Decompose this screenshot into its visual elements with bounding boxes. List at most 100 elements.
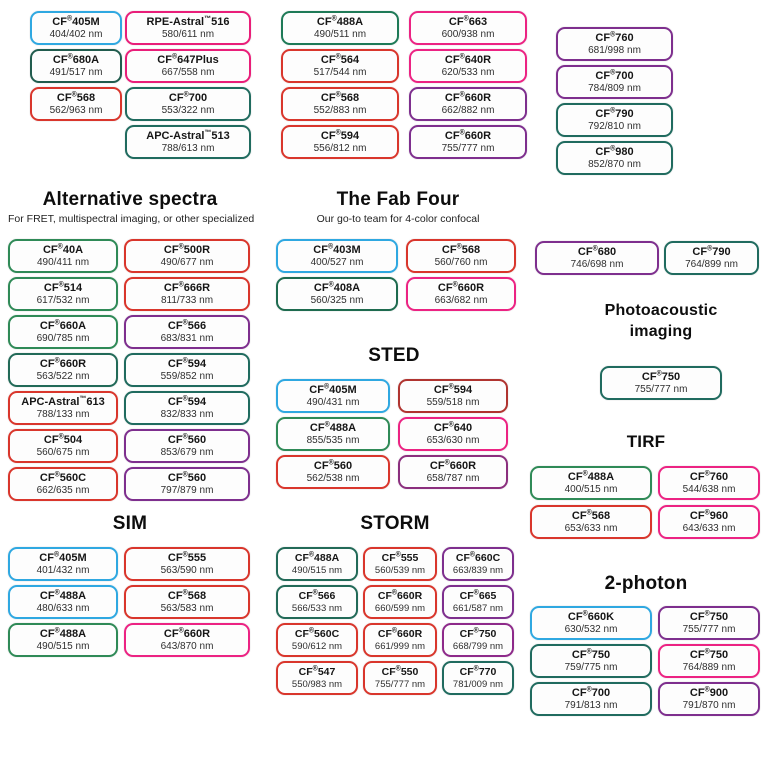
dye-ex-em-wavelengths: 553/322 nm: [161, 105, 215, 116]
dye-name: CF®405M: [52, 15, 100, 28]
dye-ex-em-wavelengths: 490/515 nm: [36, 641, 90, 652]
dye-name: CF®488A: [316, 15, 364, 28]
dye-ex-em-wavelengths: 781/009 nm: [452, 679, 504, 690]
dye-ex-em-wavelengths: 662/635 nm: [36, 485, 90, 496]
dye-ex-em-wavelengths: 681/998 nm: [588, 45, 641, 56]
dye-ex-em-wavelengths: 764/899 nm: [685, 259, 738, 270]
dye-name: CF®500R: [163, 243, 211, 256]
dye-ex-em-wavelengths: 661/587 nm: [452, 603, 504, 614]
dye-ex-em-wavelengths: 811/733 nm: [160, 295, 214, 306]
dye-ex-em-wavelengths: 663/682 nm: [434, 295, 488, 306]
dye-ex-em-wavelengths: 791/813 nm: [564, 700, 618, 711]
dye-name: APC-Astral™613: [21, 395, 105, 408]
dye-ex-em-wavelengths: 662/882 nm: [441, 105, 495, 116]
dye-name: CF®660R: [429, 459, 477, 472]
dye-ex-em-wavelengths: 661/999 nm: [374, 641, 426, 652]
dye-name: CF®555: [167, 551, 207, 564]
dye-name: CF®405M: [39, 551, 87, 564]
dye-name: CF®408A: [313, 281, 361, 294]
dye-ex-em-wavelengths: 560/675 nm: [36, 447, 90, 458]
dye-name: CF®560: [167, 433, 207, 446]
dye-name: CF®660R: [437, 281, 485, 294]
dye-ex-em-wavelengths: 560/539 nm: [374, 565, 426, 576]
dye-ex-em-wavelengths: 480/633 nm: [36, 603, 90, 614]
dye-name: CF®770: [459, 665, 497, 679]
dye-ex-em-wavelengths: 404/402 nm: [49, 29, 103, 40]
section-title: STORM: [360, 513, 430, 534]
dye-name: CF®900: [689, 686, 729, 699]
dye-name: CF®700: [595, 69, 634, 82]
dye-name: CF®555: [381, 551, 419, 565]
dye-ex-em-wavelengths: 853/679 nm: [160, 447, 214, 458]
dye-ex-em-wavelengths: 401/432 nm: [36, 565, 90, 576]
dye-name: CF®566: [167, 319, 207, 332]
dye-name: CF®488A: [294, 551, 340, 565]
dye-ex-em-wavelengths: 563/522 nm: [36, 371, 90, 382]
dye-ex-em-wavelengths: 668/799 nm: [452, 641, 504, 652]
section-title: 2-photon: [604, 573, 688, 594]
dye-name: CF®660R: [377, 627, 423, 641]
dye-ex-em-wavelengths: 600/938 nm: [441, 29, 495, 40]
dye-ex-em-wavelengths: 683/831 nm: [160, 333, 214, 344]
dye-ex-em-wavelengths: 788/133 nm: [36, 409, 90, 420]
dye-name: CF®568: [441, 243, 481, 256]
dye-ex-em-wavelengths: 643/633 nm: [682, 523, 736, 534]
dye-name: CF®568: [320, 91, 360, 104]
section-title: Photoacoustic imaging: [604, 302, 718, 340]
dye-ex-em-wavelengths: 755/777 nm: [634, 384, 688, 395]
dye-name: CF®660R: [377, 589, 423, 603]
dye-ex-em-wavelengths: 490/511 nm: [313, 29, 367, 40]
dye-ex-em-wavelengths: 792/810 nm: [588, 121, 641, 132]
dye-name: CF®594: [167, 395, 207, 408]
dye-ex-em-wavelengths: 490/515 nm: [291, 565, 343, 576]
dye-name: CF®568: [56, 91, 96, 104]
dye-ex-em-wavelengths: 559/518 nm: [426, 397, 480, 408]
dye-ex-em-wavelengths: 617/532 nm: [36, 295, 90, 306]
dye-ex-em-wavelengths: 550/983 nm: [291, 679, 343, 690]
dye-ex-em-wavelengths: 490/431 nm: [306, 397, 360, 408]
dye-ex-em-wavelengths: 552/883 nm: [313, 105, 367, 116]
